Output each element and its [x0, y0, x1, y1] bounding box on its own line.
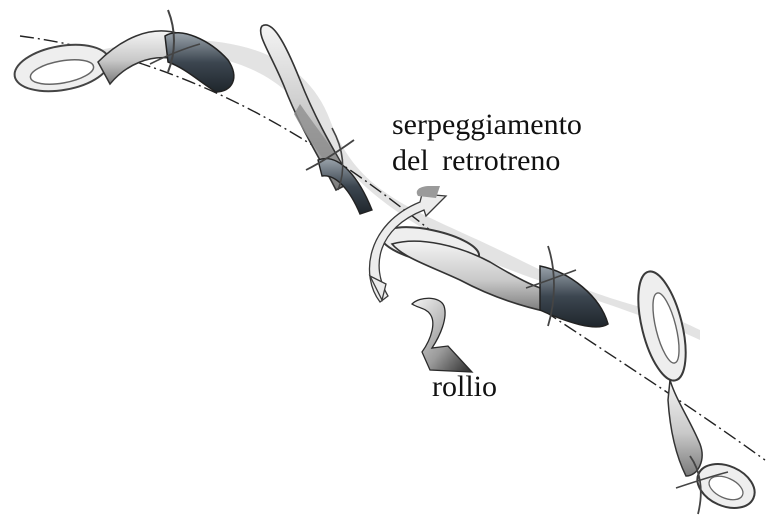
front-wheel-segment-4 — [629, 267, 702, 476]
rear-wheel-segment-2 — [261, 25, 372, 214]
motorcycle-segment-3 — [378, 220, 608, 327]
roll-arrow-icon — [412, 298, 472, 372]
front-wheel-segment-1 — [11, 10, 234, 98]
yaw-label-line1: serpeggiamento — [392, 108, 582, 142]
roll-label: rollio — [432, 370, 497, 404]
yaw-label-line2: del retrotreno — [392, 144, 560, 178]
